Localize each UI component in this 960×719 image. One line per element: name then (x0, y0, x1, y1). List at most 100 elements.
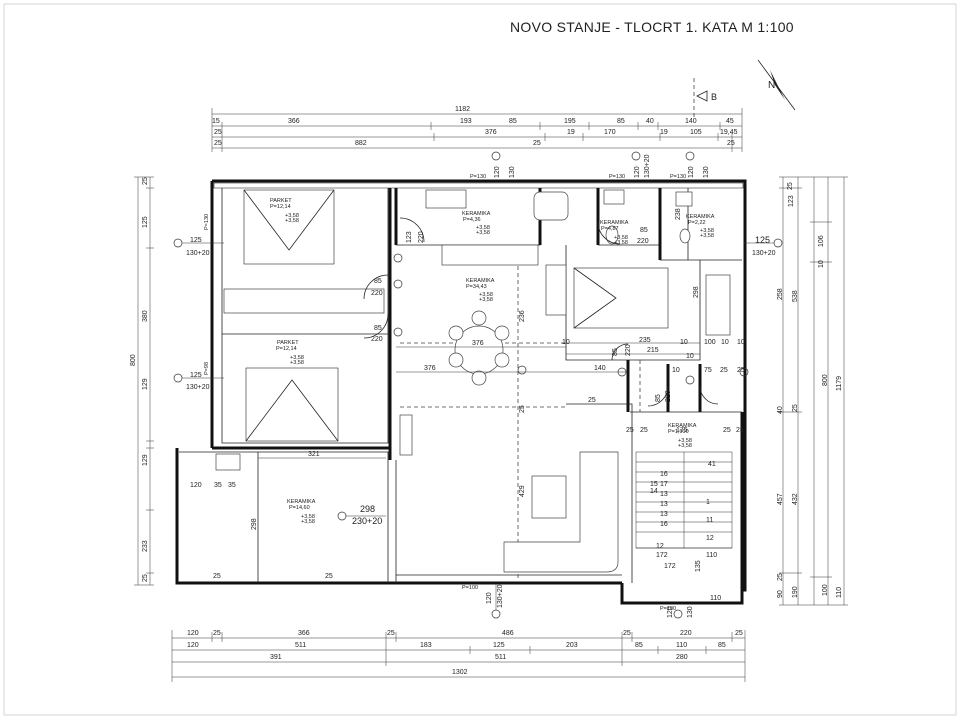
doors: 85 220 85 220 123 220 85 220 85 220 85 2… (363, 217, 749, 407)
dim-label: 120 (190, 482, 202, 489)
dim-label: 170 (604, 129, 616, 136)
dim-label: 511 (495, 654, 506, 661)
room-name: KERAMIKA (466, 278, 495, 284)
dim-label: 25 (640, 427, 648, 434)
dim-label: 511 (295, 642, 306, 649)
dim-label: 1179 (836, 376, 843, 391)
room-area: P=1,900 (668, 429, 689, 435)
door-label: 220 (665, 390, 672, 402)
dim-label: 298 (251, 518, 258, 530)
section-label: B (711, 92, 717, 102)
door-label: 85 (374, 278, 382, 285)
top-dimensions: 1182 15 366 193 85 195 85 40 140 45 25 3… (211, 106, 743, 152)
dim-label: 120 (187, 642, 199, 649)
door-label: 220 (418, 231, 425, 243)
outer-walls (175, 179, 747, 605)
dim-label: 129 (142, 454, 149, 466)
dim-label: 85 (617, 118, 625, 125)
bed-lower (245, 367, 339, 442)
room-area: P=4,36 (463, 217, 481, 223)
dim-label: 10 (818, 260, 825, 268)
opening-label: 120 (494, 166, 501, 178)
dim-label: 25 (387, 630, 395, 637)
room-height: +3,58 (678, 438, 692, 444)
room-height: +3,58 (700, 228, 714, 234)
stair-step-numbers: 41 16 15 14 13 17 13 1 13 16 11 12 12 (650, 461, 716, 550)
window-mark: P=100 (660, 606, 676, 612)
room-label-wc: KERAMIKA P=2,22 +3,58 +3,58 (686, 214, 715, 239)
shelf (399, 414, 413, 456)
dim-label: 45 (726, 118, 734, 125)
room-label-bedroom-1: PARKET P=12,14 +3,58 +3,58 (270, 198, 299, 224)
room-name: KERAMIKA (287, 499, 316, 505)
dim-label: 183 (420, 642, 432, 649)
washbasin-right (675, 191, 693, 207)
stair-number: 15 (650, 481, 658, 488)
opening-label: 120 (667, 606, 674, 618)
room-area: P=12,14 (270, 204, 291, 210)
dim-label: 190 (792, 586, 799, 598)
room-labels: PARKET P=12,14 +3,58 +3,58 PARKET P=12,1… (270, 198, 715, 525)
dim-label: 100 (704, 339, 716, 346)
room-height: +3,58 (290, 355, 304, 361)
wardrobe (223, 288, 385, 314)
dim-label: 25 (533, 140, 541, 147)
dim-label: 140 (594, 365, 606, 372)
stair-number: 13 (660, 491, 668, 498)
room-height: +3,58 (479, 297, 493, 303)
window-mark: P=130 (470, 174, 486, 180)
dim-label: 40 (777, 406, 784, 414)
dim-label: 25 (213, 630, 221, 637)
dim-label: 10 (737, 339, 745, 346)
dim-label: 100 (822, 584, 829, 596)
room-height: +3,58 (285, 218, 299, 224)
page-border (3, 3, 957, 716)
room-area: P=14,60 (289, 505, 310, 511)
dim-label: 800 (822, 374, 829, 386)
dim-label: 376 (424, 365, 436, 372)
dim-label: 236 (519, 310, 526, 322)
dim-label: 110 (710, 595, 721, 602)
dim-label: 129 (142, 378, 149, 390)
door-label: 220 (371, 336, 383, 343)
window-mark: P=130 (670, 174, 686, 180)
opening-label: 120 (486, 592, 493, 604)
opening-label: 130+20 (186, 250, 210, 257)
dim-label: 280 (676, 654, 688, 661)
plan-title: NOVO STANJE - TLOCRT 1. KATA M 1:100 (510, 19, 794, 35)
dim-label: 538 (792, 290, 799, 302)
door-label: 85 (374, 325, 382, 332)
opening-label: 125 (755, 235, 770, 245)
dim-label: 215 (647, 347, 659, 354)
dim-label: 10 (721, 339, 729, 346)
bed-upper (243, 189, 335, 265)
bathtub (533, 191, 569, 221)
dim-label: 376 (485, 129, 497, 136)
opening-label: 125 (190, 372, 202, 379)
dim-label: 135 (695, 560, 702, 572)
north-label: N (768, 80, 775, 91)
dim-label: 25 (787, 182, 794, 190)
dim-label: 429 (519, 485, 526, 497)
room-height: +3,58 (678, 443, 692, 449)
dim-label: 19 (660, 129, 668, 136)
dim-label: 10 (680, 339, 688, 346)
dim-label: 380 (142, 310, 149, 322)
dim-label: 25 (735, 630, 743, 637)
dim-label: 366 (298, 630, 310, 637)
bottom-dimensions: 120 25 366 25 486 25 220 25 120 511 183 … (171, 630, 746, 682)
room-label-bathroom: KERAMIKA P=4,87 +3,58 +3,58 (600, 220, 629, 246)
dim-label: 85 (718, 642, 726, 649)
stair-number: 16 (660, 471, 668, 478)
room-name: PARKET (270, 198, 292, 204)
dim-label: 25 (723, 427, 731, 434)
door-label: 220 (371, 290, 383, 297)
opening-label: 130+20 (497, 584, 504, 608)
room-label-kitchen: KERAMIKA P=4,36 +3,58 +3,58 (462, 211, 491, 236)
dim-label: 15 (212, 118, 220, 125)
stair-number: 13 (660, 501, 668, 508)
room-height: +3,58 (476, 230, 490, 236)
dim-label: 195 (564, 118, 576, 125)
dim-label: 391 (270, 654, 282, 661)
